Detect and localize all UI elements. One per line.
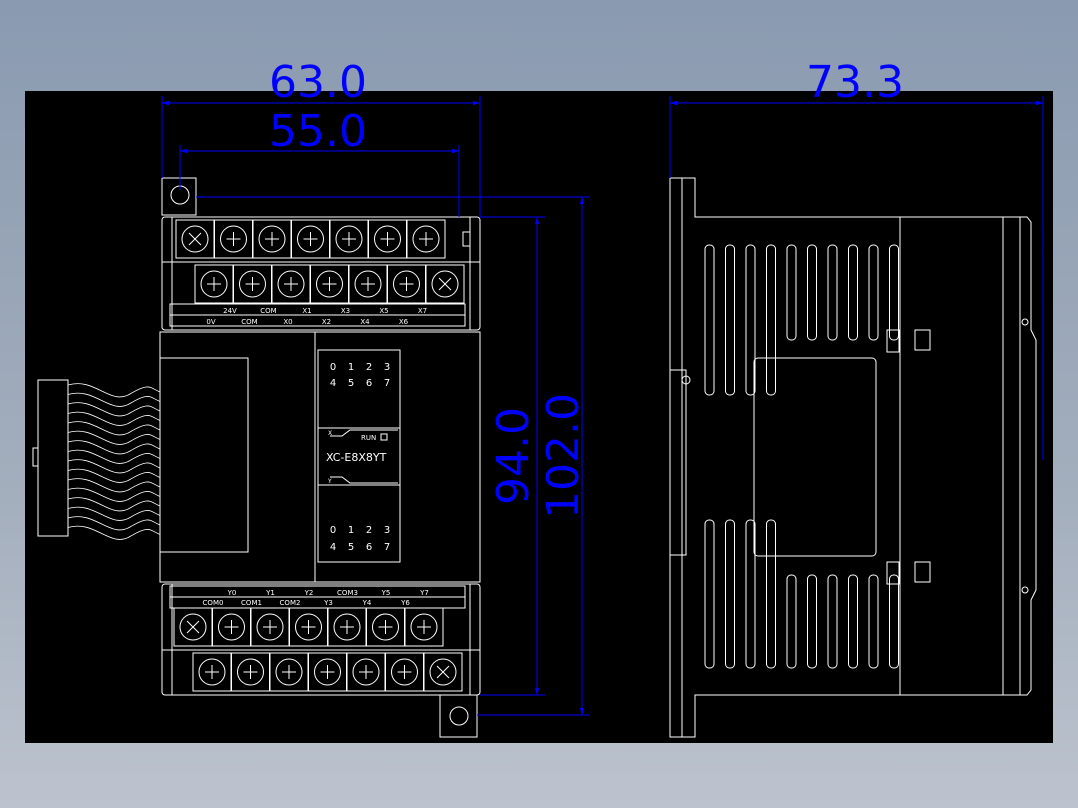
terminal-label: COM3 xyxy=(337,589,358,597)
indicator-digit: 1 xyxy=(348,525,354,536)
terminal-screw xyxy=(348,264,388,304)
terminal-label: Y5 xyxy=(381,589,391,597)
terminal-screw xyxy=(406,219,446,259)
indicator-digit: 5 xyxy=(348,542,354,553)
y-port-label: Y xyxy=(327,478,332,485)
terminal-label: COM2 xyxy=(280,599,301,607)
terminal-label: Y3 xyxy=(323,599,333,607)
terminal-label: COM0 xyxy=(203,599,224,607)
dimension-height-inner: 94.0 xyxy=(488,407,539,505)
indicator-digit: 2 xyxy=(366,525,372,536)
indicator-digit: 7 xyxy=(384,378,390,389)
terminal-label: COM xyxy=(260,307,276,315)
terminal-label: Y6 xyxy=(400,599,410,607)
model-label: XC-E8X8YT xyxy=(326,451,387,464)
terminal-label: X0 xyxy=(283,318,292,326)
indicator-digit: 6 xyxy=(366,542,372,553)
terminal-label: X6 xyxy=(399,318,409,326)
terminal-label: 0V xyxy=(206,318,215,326)
terminal-label: X7 xyxy=(418,307,427,315)
terminal-label: COM xyxy=(241,318,257,326)
terminal-label: X4 xyxy=(360,318,370,326)
front-view xyxy=(32,177,481,738)
terminal-label: X3 xyxy=(341,307,350,315)
indicator-digit: 7 xyxy=(384,542,390,553)
indicator-digit: 3 xyxy=(384,525,390,536)
dimension-height-outer: 102.0 xyxy=(538,393,589,519)
terminal-label: COM1 xyxy=(241,599,262,607)
indicator-digit: 4 xyxy=(330,542,336,553)
terminal-screw xyxy=(404,607,444,647)
terminal-label: Y7 xyxy=(419,589,429,597)
terminal-label: X5 xyxy=(379,307,388,315)
side-view xyxy=(669,177,1037,738)
indicator-digit: 0 xyxy=(330,362,336,373)
dimension-depth: 73.3 xyxy=(806,57,904,108)
terminal-label: X2 xyxy=(322,318,331,326)
indicator-digit: 5 xyxy=(348,378,354,389)
indicator-digit: 0 xyxy=(330,525,336,536)
dimension-width-outer: 63.0 xyxy=(269,57,367,108)
dimension-width-inner: 55.0 xyxy=(269,106,367,157)
terminal-label: Y4 xyxy=(362,599,372,607)
terminal-label: X1 xyxy=(302,307,311,315)
indicator-digit: 6 xyxy=(366,378,372,389)
terminal-screw xyxy=(214,219,253,259)
x-port-label: X xyxy=(328,430,332,437)
terminal-label: Y1 xyxy=(265,589,275,597)
indicator-digit: 3 xyxy=(384,362,390,373)
terminal-screw xyxy=(423,652,463,692)
indicator-digit: 2 xyxy=(366,362,372,373)
terminal-label: Y2 xyxy=(304,589,314,597)
terminal-label: Y0 xyxy=(227,589,237,597)
run-label: RUN xyxy=(361,434,376,442)
terminal-screw xyxy=(425,264,465,304)
terminal-label: 24V xyxy=(223,307,237,315)
indicator-digit: 1 xyxy=(348,362,354,373)
indicator-digit: 4 xyxy=(330,378,336,389)
